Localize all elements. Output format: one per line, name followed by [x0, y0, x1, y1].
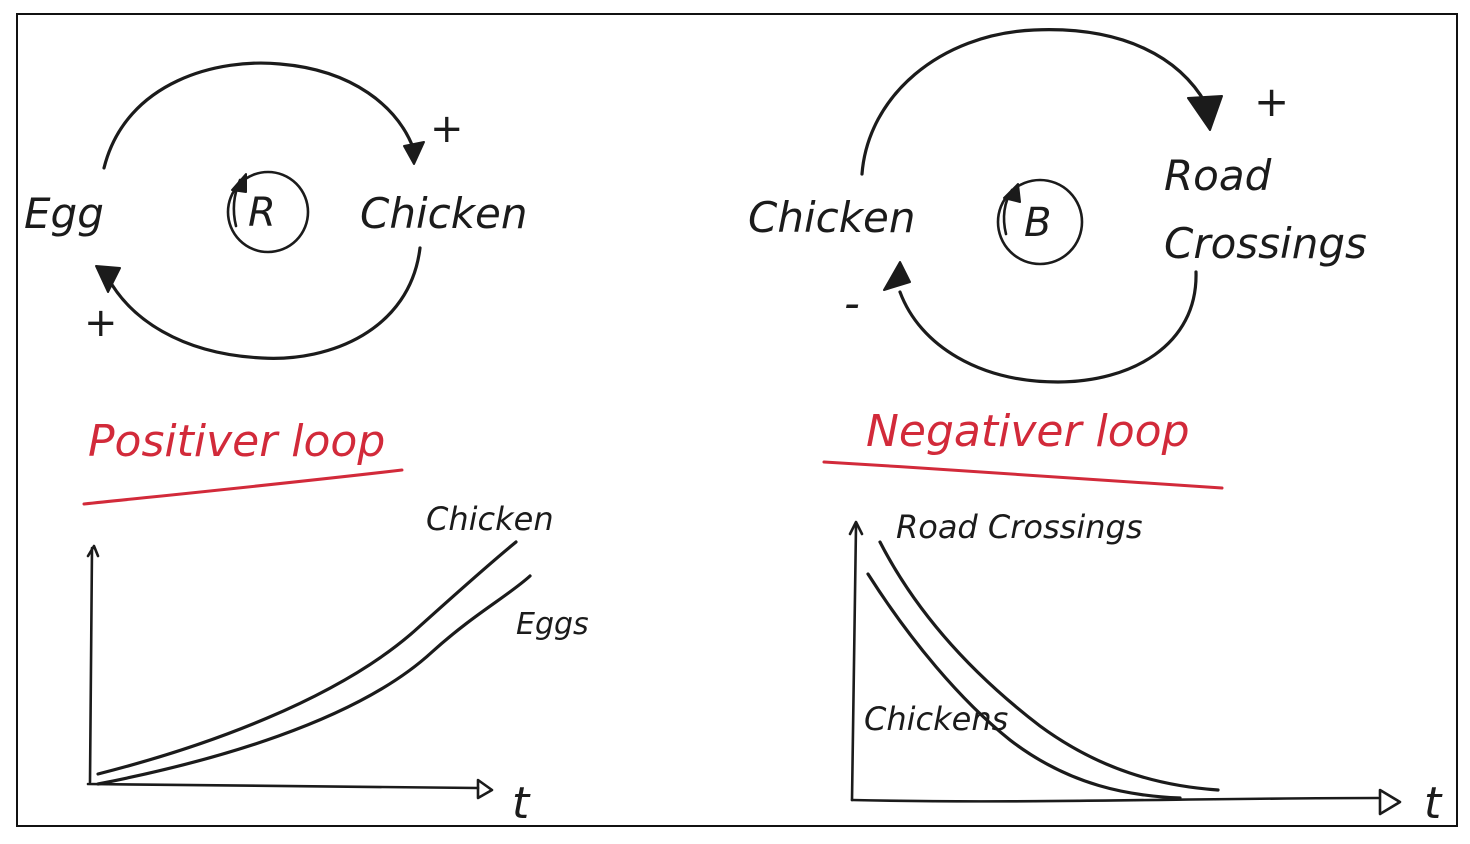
y-axis — [850, 524, 858, 802]
arc-road-to-chicken — [898, 270, 1198, 384]
arrowhead-to-road — [1187, 95, 1223, 131]
y-axis-tip — [848, 520, 864, 536]
caption-positive-loop: Positiver loop — [88, 416, 385, 467]
caption-underline — [822, 460, 1224, 490]
right-graph: Road Crossings Chickens t — [848, 508, 1443, 829]
node-chicken: Chicken — [748, 193, 916, 242]
x-axis-tip — [476, 778, 494, 800]
polarity-bottom: - — [844, 278, 860, 329]
arrowhead-to-chicken — [403, 141, 425, 165]
label-road-crossings: Road Crossings — [896, 508, 1142, 546]
reinforcing-loop-diagram: Egg Chicken R + + — [24, 61, 528, 360]
y-axis-tip — [86, 544, 100, 558]
label-time: t — [1424, 778, 1443, 829]
node-chicken: Chicken — [360, 189, 528, 238]
arc-chicken-to-road — [860, 28, 1208, 176]
node-egg: Egg — [24, 189, 104, 238]
loop-marker-b: B — [1024, 200, 1051, 246]
arrowhead-to-chicken — [883, 261, 911, 291]
x-axis — [850, 796, 1380, 803]
arc-chicken-to-egg — [106, 246, 422, 360]
label-chickens: Chickens — [864, 700, 1008, 738]
y-axis — [88, 546, 94, 784]
curve-eggs — [96, 574, 532, 786]
loop-marker-arrowhead — [1003, 183, 1021, 203]
x-axis-tip — [1378, 788, 1402, 816]
right-caption: Negativer loop — [822, 406, 1224, 490]
left-caption: Positiver loop — [82, 416, 404, 506]
polarity-top: + — [1254, 77, 1289, 126]
curve-chicken — [96, 540, 518, 776]
polarity-bottom: + — [84, 300, 118, 346]
node-road-crossings-line2: Crossings — [1164, 219, 1367, 268]
label-time: t — [512, 778, 531, 829]
curve-chickens — [866, 572, 1182, 800]
arc-egg-to-chicken — [102, 61, 416, 170]
arrowhead-to-egg — [95, 265, 121, 293]
polarity-top: + — [430, 106, 464, 152]
label-chicken: Chicken — [426, 500, 554, 538]
loop-marker-circle — [226, 170, 310, 254]
loop-marker-circle — [996, 178, 1084, 266]
x-axis — [86, 782, 480, 790]
loop-marker-r: R — [248, 190, 276, 236]
left-graph: Chicken Eggs t — [86, 500, 589, 829]
balancing-loop-diagram: Chicken Road Crossings B + - — [748, 28, 1367, 384]
curve-road-crossings — [878, 540, 1220, 792]
drawing-frame — [16, 13, 1458, 827]
caption-underline — [82, 468, 404, 506]
label-eggs: Eggs — [516, 607, 589, 642]
loop-marker-arrowhead — [231, 173, 247, 193]
node-road-crossings-line1: Road — [1164, 151, 1272, 200]
caption-negative-loop: Negativer loop — [866, 406, 1190, 457]
